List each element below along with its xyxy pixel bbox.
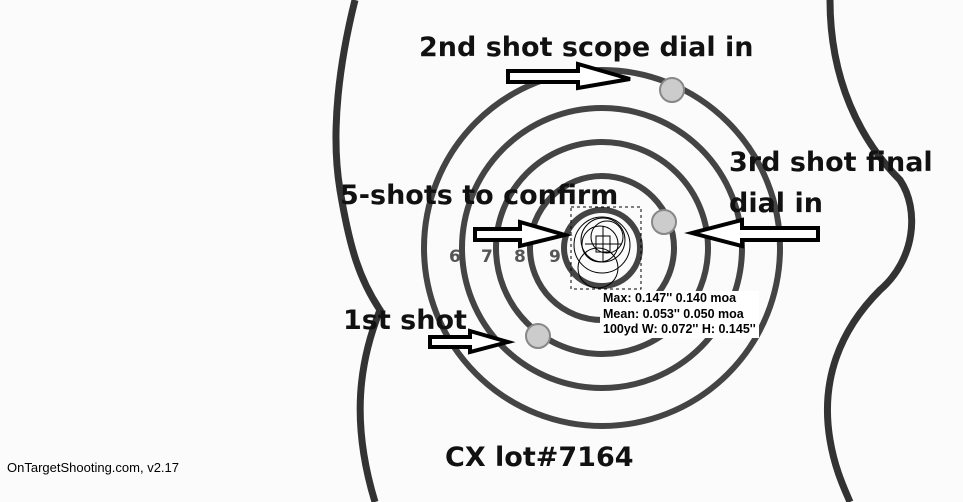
bullet-holes [525,77,685,349]
stat-max: Max: 0.147'' 0.140 moa [603,291,737,305]
label-third-shot-line1: 3rd shot final [729,147,933,178]
group-bounding-box [570,206,642,290]
stat-size: 100yd W: 0.072'' H: 0.145'' [603,322,756,336]
stat-mean: Mean: 0.053'' 0.050 moa [603,306,744,321]
ring-number-9: 9 [549,247,561,267]
label-second-shot: 2nd shot scope dial in [419,32,754,63]
label-third-shot-line2: dial in [729,188,823,219]
label-five-shots: 5-shots to confirm [340,180,619,211]
label-lot: CX lot#7164 [445,442,634,473]
ring-number-7: 7 [481,247,493,267]
group-stats: Max: 0.147'' 0.140 moa Mean: 0.053'' 0.0… [600,291,759,338]
group-circles [573,216,631,289]
ring-number-8: 8 [514,247,526,267]
ring-number-6: 6 [449,247,461,267]
silhouette-outline [332,0,916,502]
arrows [428,61,820,355]
footer-credit: OnTargetShooting.com, v2.17 [7,460,179,475]
label-first-shot: 1st shot [343,305,467,336]
